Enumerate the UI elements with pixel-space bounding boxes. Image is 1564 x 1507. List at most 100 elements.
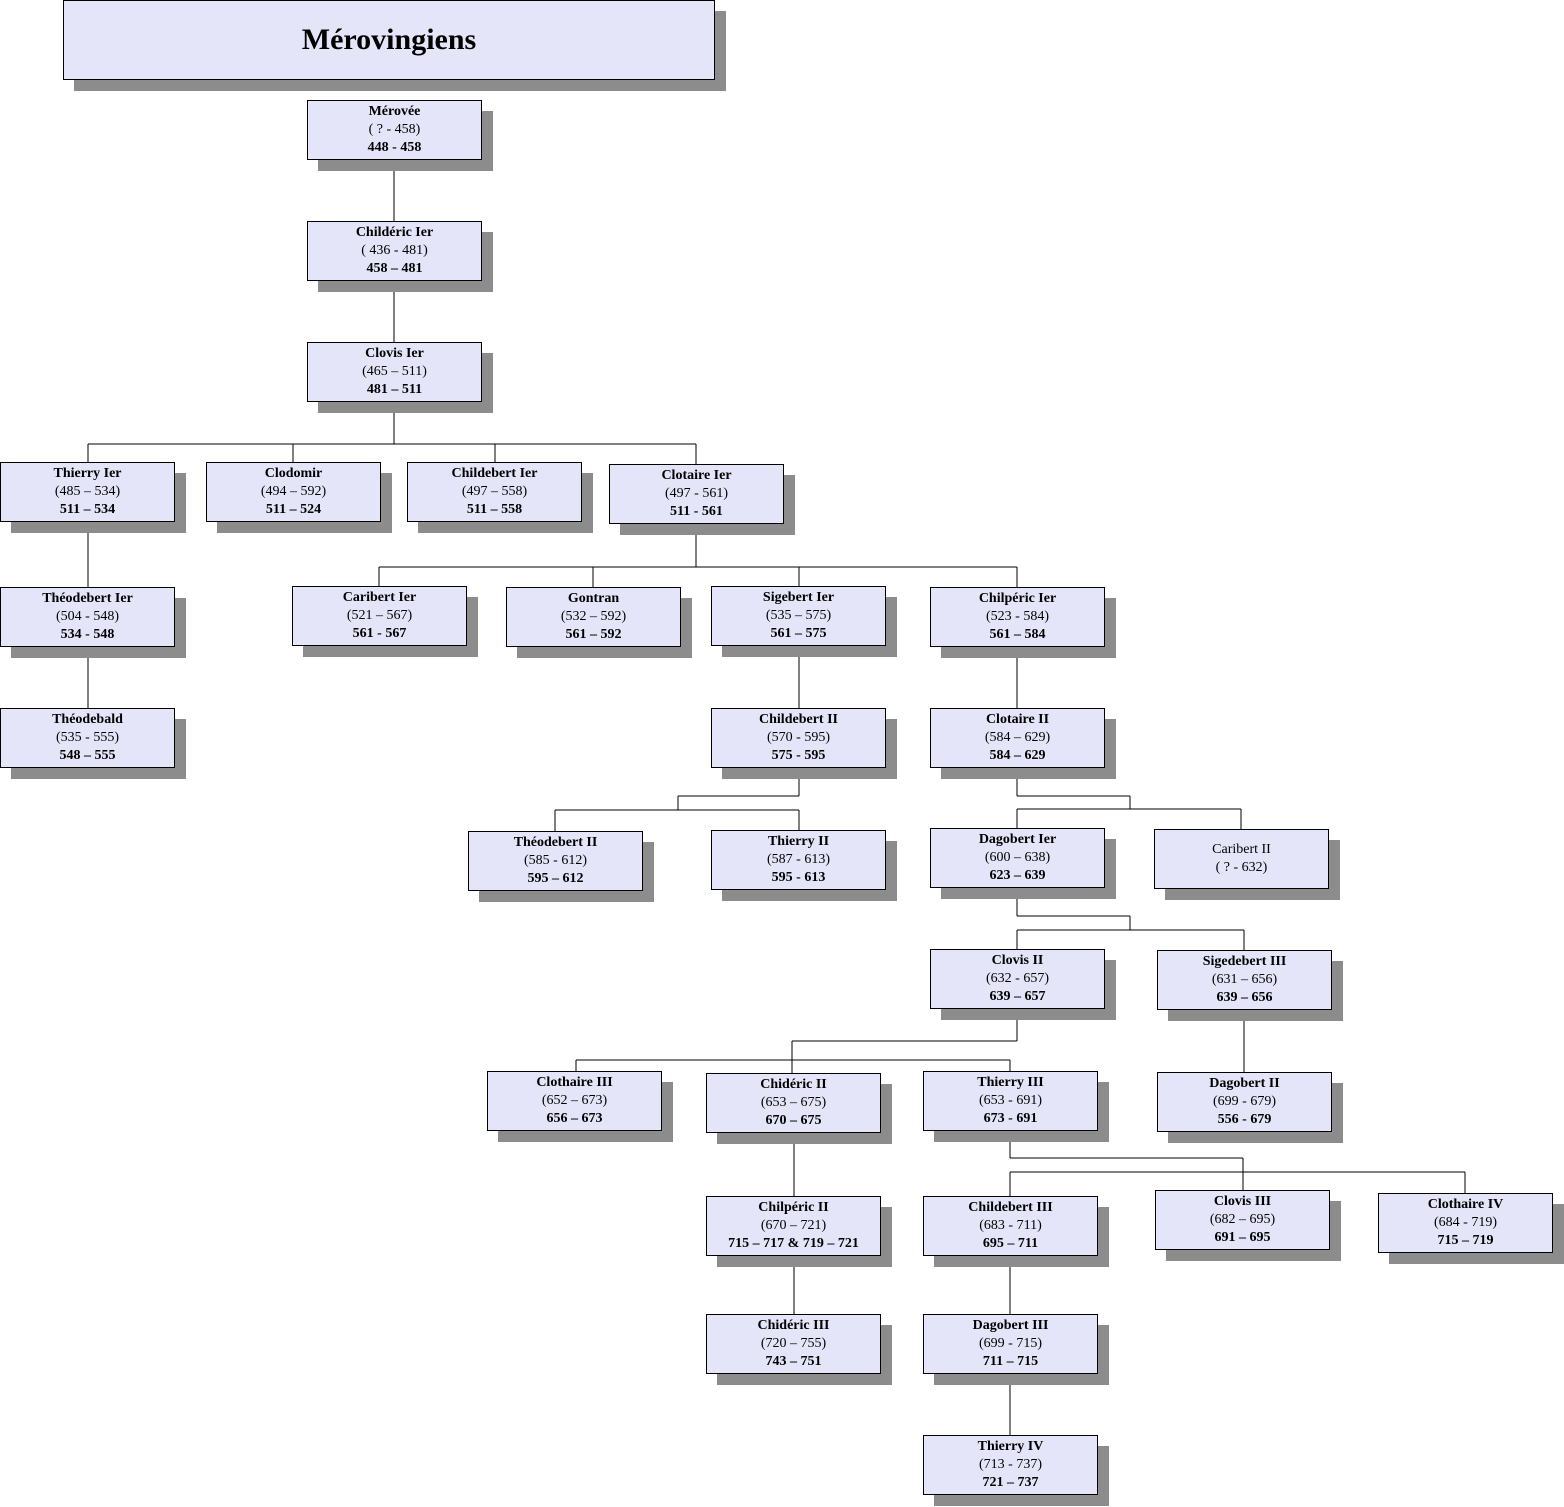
node-clovis-1: Clovis Ier (465 – 511) 481 – 511 [307, 342, 482, 402]
node-lifespan: (713 - 737) [979, 1457, 1042, 1472]
node-lifespan: (497 - 561) [665, 486, 728, 501]
node-childeric-1: Childéric Ier ( 436 - 481) 458 – 481 [307, 221, 482, 281]
node-name: Dagobert II [1209, 1076, 1280, 1091]
node-reign: 561 – 584 [989, 627, 1046, 642]
node-lifespan: (585 - 612) [524, 853, 587, 868]
node-lifespan: ( 436 - 481) [361, 243, 428, 258]
node-name: Gontran [567, 591, 620, 606]
node-reign: 711 – 715 [982, 1354, 1039, 1369]
node-reign: 691 – 695 [1214, 1230, 1271, 1245]
node-name: Thierry IV [977, 1439, 1044, 1454]
node-reign: 673 - 691 [983, 1111, 1038, 1126]
node-lifespan: ( ? - 632) [1215, 860, 1268, 875]
node-name: Clovis II [991, 953, 1044, 968]
node-reign: 511 - 561 [670, 504, 723, 519]
node-thierry-4: Thierry IV (713 - 737) 721 – 737 [923, 1435, 1098, 1495]
node-reign: 623 – 639 [989, 868, 1046, 883]
node-theodebert-1: Théodebert Ier (504 - 548) 534 - 548 [0, 587, 175, 647]
node-sigebert-3: Sigedebert III (631 – 656) 639 – 656 [1157, 950, 1332, 1010]
node-lifespan: (653 – 675) [760, 1095, 827, 1110]
node-name: Thierry III [977, 1075, 1044, 1090]
node-reign: 670 – 675 [765, 1113, 822, 1128]
node-name: Dagobert Ier [978, 832, 1057, 847]
node-sigebert-1: Sigebert Ier (535 – 575) 561 – 575 [711, 586, 886, 646]
node-name: Clotaire II [985, 712, 1050, 727]
node-name: Sigebert Ier [762, 590, 835, 605]
node-lifespan: (670 – 721) [760, 1218, 827, 1233]
node-name: Chidéric III [757, 1318, 830, 1333]
node-reign: 511 – 524 [265, 502, 322, 517]
node-name: Childebert III [968, 1200, 1053, 1215]
node-name: Théodebald [52, 712, 123, 727]
node-childebert-3: Childebert III (683 - 711) 695 – 711 [923, 1196, 1098, 1256]
node-reign: 561 - 567 [352, 626, 407, 641]
node-reign: 656 – 673 [546, 1111, 603, 1126]
node-dagobert-1: Dagobert Ier (600 – 638) 623 – 639 [930, 828, 1105, 888]
node-name: Dagobert III [972, 1318, 1049, 1333]
node-reign: 639 – 657 [989, 989, 1046, 1004]
node-reign: 584 – 629 [989, 748, 1046, 763]
node-lifespan: (632 - 657) [986, 971, 1049, 986]
node-dagobert-3: Dagobert III (699 - 715) 711 – 715 [923, 1314, 1098, 1374]
node-reign: 721 – 737 [982, 1475, 1039, 1490]
node-childeric-3: Chidéric III (720 – 755) 743 – 751 [706, 1314, 881, 1374]
node-merovee: Mérovée ( ? - 458) 448 - 458 [307, 100, 482, 160]
node-lifespan: (684 - 719) [1434, 1215, 1497, 1230]
node-clovis-3: Clovis III (682 – 695) 691 – 695 [1155, 1190, 1330, 1250]
node-name: Childebert II [759, 712, 838, 727]
node-lifespan: (570 - 595) [767, 730, 830, 745]
node-name: Clodomir [264, 466, 323, 481]
node-thierry-1: Thierry Ier (485 – 534) 511 – 534 [0, 462, 175, 522]
node-lifespan: (521 – 567) [346, 608, 413, 623]
node-reign: 548 – 555 [59, 748, 116, 763]
node-clothaire-3: Clothaire III (652 – 673) 656 – 673 [487, 1071, 662, 1131]
node-reign: 595 – 612 [527, 871, 584, 886]
node-name: Théodebert II [513, 835, 598, 850]
node-name: Chilpéric Ier [978, 591, 1057, 606]
node-name: Clovis Ier [365, 346, 424, 361]
node-reign: 511 – 534 [59, 502, 116, 517]
node-childebert-2: Childebert II (570 - 595) 575 - 595 [711, 708, 886, 768]
node-clothaire-4: Clothaire IV (684 - 719) 715 – 719 [1378, 1193, 1553, 1253]
node-name: Thierry II [767, 834, 830, 849]
node-reign: 695 – 711 [982, 1236, 1039, 1251]
node-name: Caribert Ier [342, 590, 417, 605]
node-clovis-2: Clovis II (632 - 657) 639 – 657 [930, 949, 1105, 1009]
node-lifespan: (494 – 592) [260, 484, 327, 499]
node-reign: 715 – 717 & 719 – 721 [728, 1236, 859, 1251]
node-caribert-2: Caribert II ( ? - 632) [1154, 829, 1329, 889]
node-clotaire-1: Clotaire Ier (497 - 561) 511 - 561 [609, 464, 784, 524]
node-lifespan: (720 – 755) [760, 1336, 827, 1351]
node-name: Chilpéric II [758, 1200, 829, 1215]
node-reign: 561 – 592 [565, 627, 622, 642]
node-lifespan: (653 - 691) [979, 1093, 1042, 1108]
node-name: Childebert Ier [451, 466, 538, 481]
node-chilperic-2: Chilpéric II (670 – 721) 715 – 717 & 719… [706, 1196, 881, 1256]
node-reign: 556 - 679 [1217, 1112, 1272, 1127]
node-dagobert-2: Dagobert II (699 - 679) 556 - 679 [1157, 1072, 1332, 1132]
node-name: Théodebert Ier [42, 591, 133, 606]
node-thierry-2: Thierry II (587 - 613) 595 - 613 [711, 830, 886, 890]
node-lifespan: (485 – 534) [54, 484, 121, 499]
node-name: Caribert II [1212, 842, 1271, 857]
node-lifespan: (535 - 555) [56, 730, 119, 745]
node-name: Chidéric II [760, 1077, 827, 1092]
node-lifespan: (699 - 679) [1213, 1094, 1276, 1109]
node-reign: 458 – 481 [366, 261, 423, 276]
node-theodebert-2: Théodebert II (585 - 612) 595 – 612 [468, 831, 643, 891]
node-clodomir: Clodomir (494 – 592) 511 – 524 [206, 462, 381, 522]
node-lifespan: (523 - 584) [986, 609, 1049, 624]
node-lifespan: (504 - 548) [56, 609, 119, 624]
node-name: Clotaire Ier [661, 468, 732, 483]
node-name: Childéric Ier [355, 225, 434, 240]
node-lifespan: (587 - 613) [767, 852, 830, 867]
node-reign: 575 - 595 [771, 748, 826, 763]
node-name: Clothaire IV [1427, 1197, 1504, 1212]
node-lifespan: (535 – 575) [765, 608, 832, 623]
node-childebert-1: Childebert Ier (497 – 558) 511 – 558 [407, 462, 582, 522]
node-name: Mérovée [368, 104, 421, 119]
node-childeric-2: Chidéric II (653 – 675) 670 – 675 [706, 1073, 881, 1133]
node-name: Sigedebert III [1202, 954, 1287, 969]
node-lifespan: (699 - 715) [979, 1336, 1042, 1351]
